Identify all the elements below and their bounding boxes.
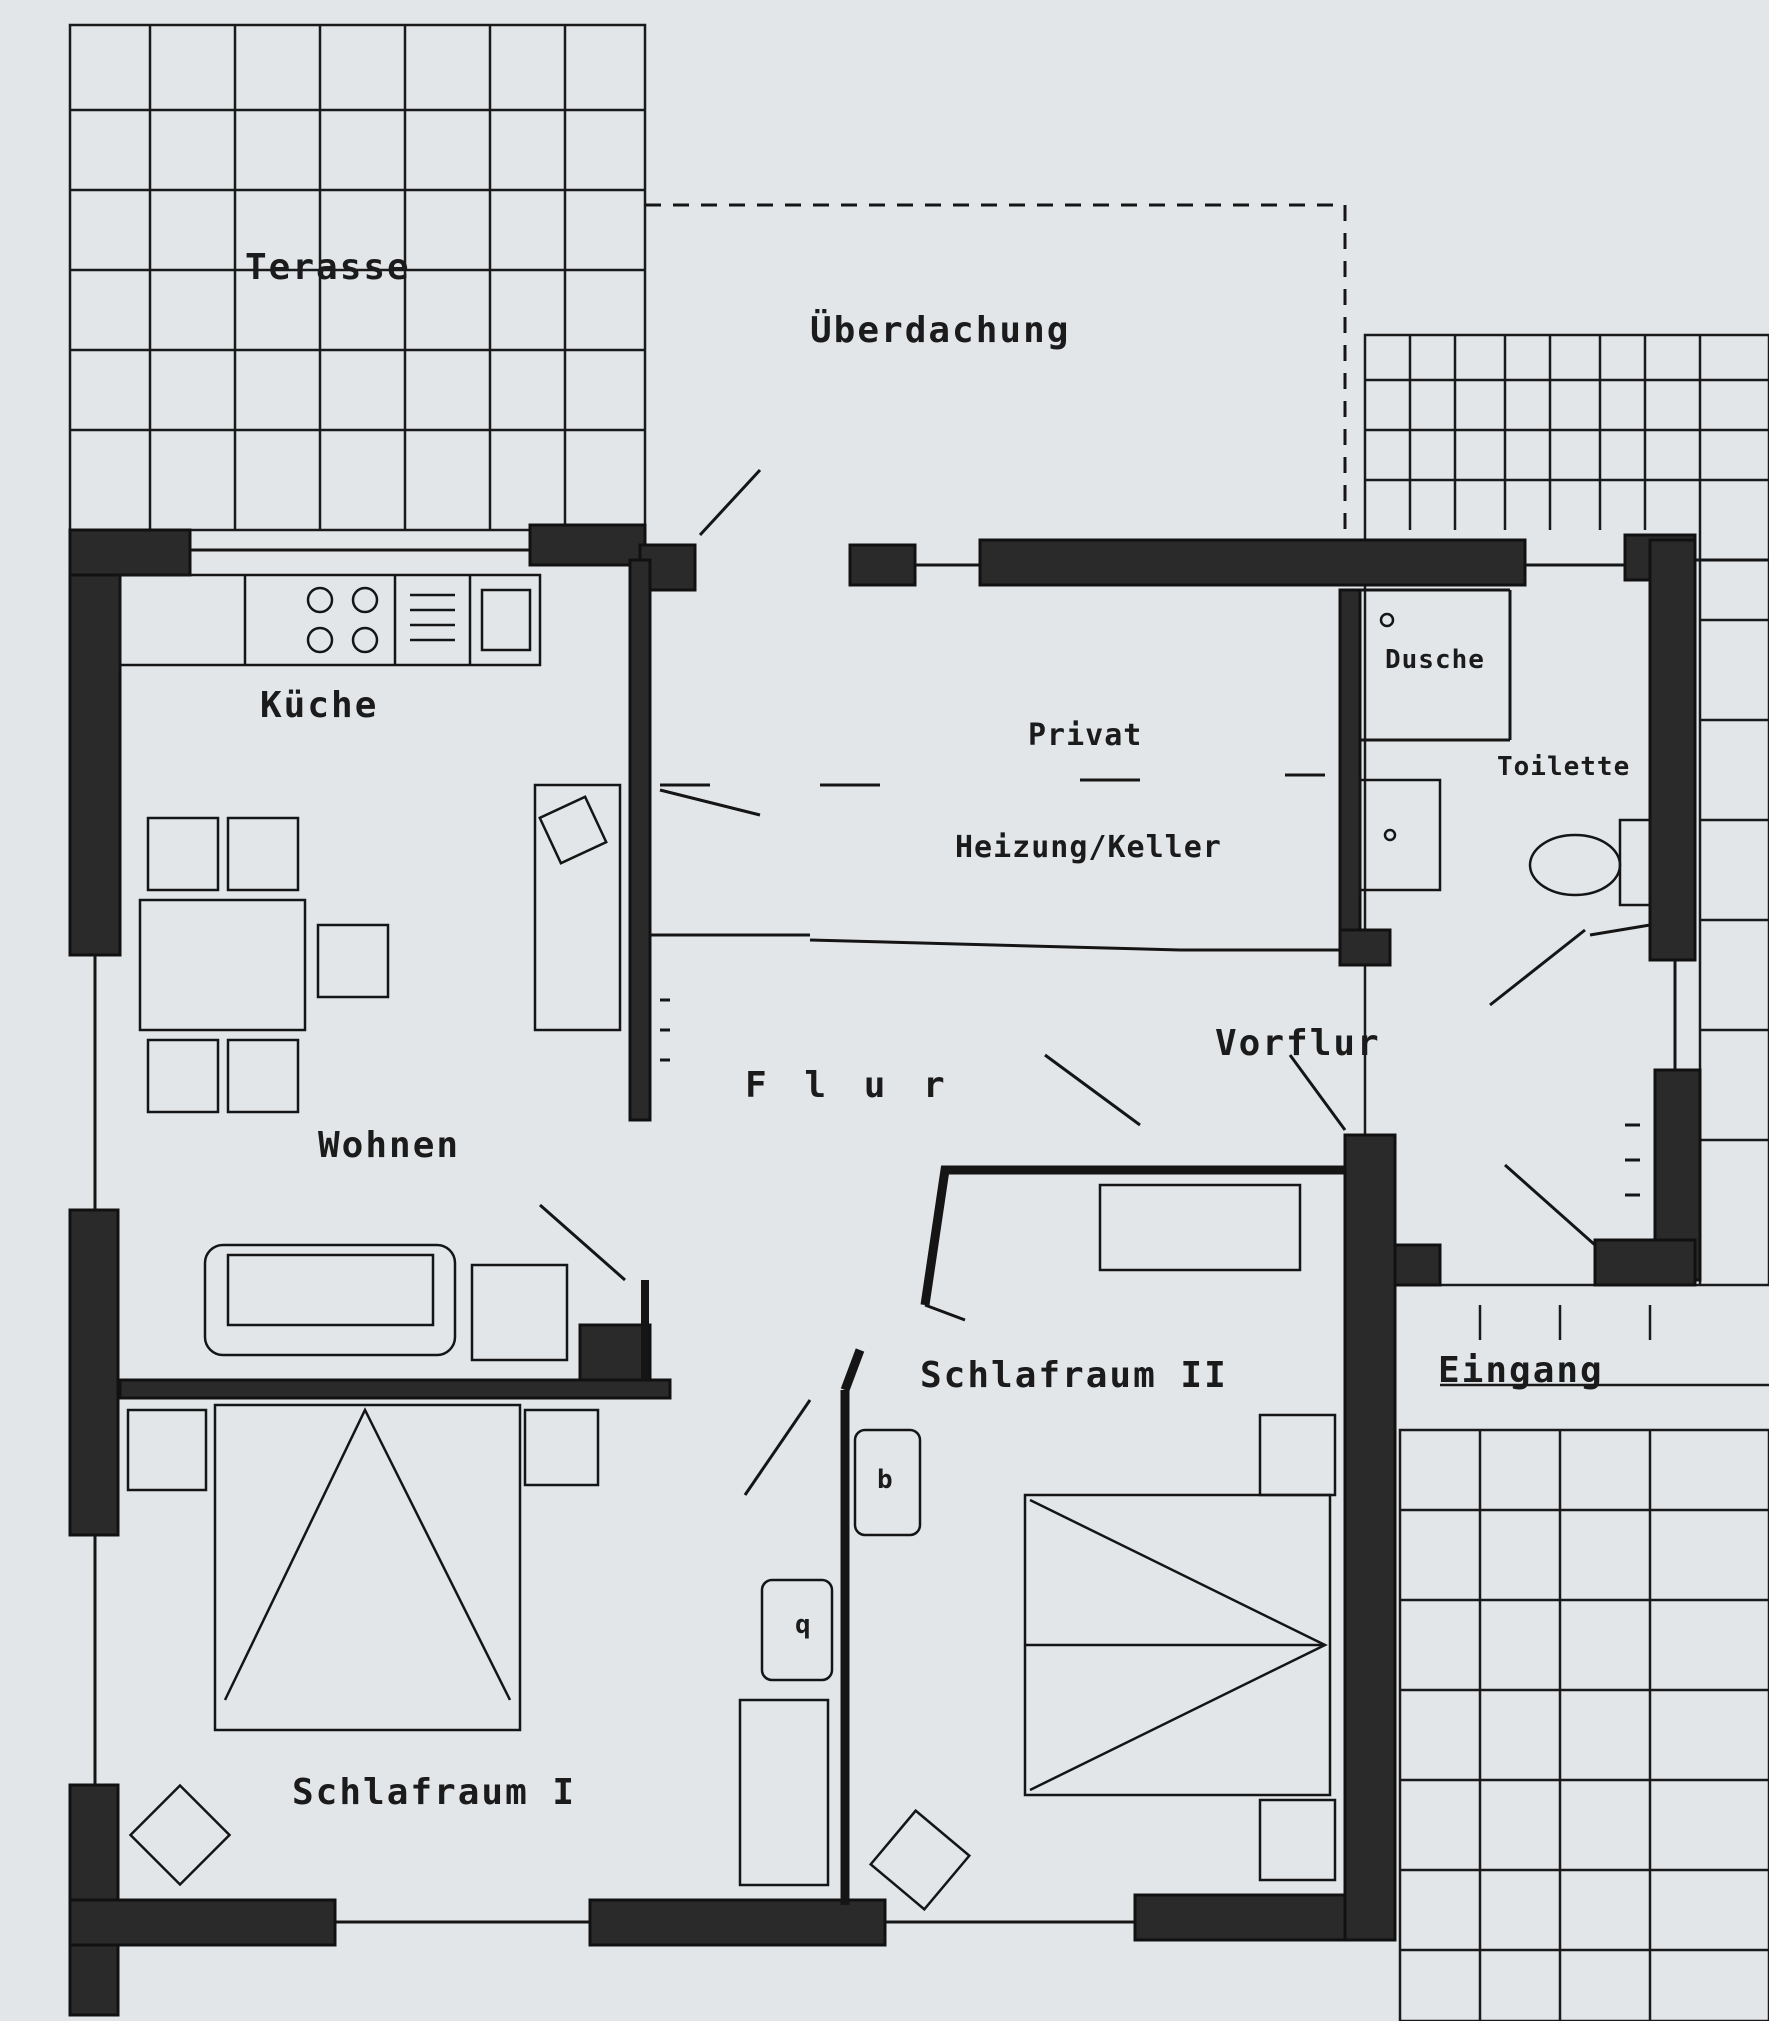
thin-walls xyxy=(93,548,1769,1924)
dining-set xyxy=(138,816,390,1114)
entrance-grid xyxy=(1398,1305,1769,2021)
label-flur: F l u r xyxy=(745,1065,953,1106)
label-eingang: Eingang xyxy=(1438,1350,1604,1391)
label-kueche: Küche xyxy=(260,685,379,726)
label-wohnen: Wohnen xyxy=(318,1125,461,1166)
bed-2 xyxy=(738,1183,1337,1912)
terrace-grid xyxy=(68,23,647,532)
privat-dashes xyxy=(660,773,1325,787)
sink-glyph-left: b xyxy=(877,1465,894,1495)
label-terasse: Terasse xyxy=(245,247,411,288)
label-schlafraum-1: Schlafraum I xyxy=(292,1772,577,1813)
bathroom-fixtures xyxy=(1358,612,1652,907)
roof-outline xyxy=(645,203,1347,537)
side-counter xyxy=(533,783,622,1032)
door-swings xyxy=(539,788,1596,1496)
right-grid xyxy=(1363,333,1769,1287)
label-vorflur: Vorflur xyxy=(1215,1023,1381,1064)
bed-1 xyxy=(126,1403,600,1887)
radiators xyxy=(660,998,1640,1197)
label-ueberdachung: Überdachung xyxy=(810,310,1071,351)
walls xyxy=(68,523,1702,2017)
label-dusche: Dusche xyxy=(1385,645,1485,675)
label-schlafraum-2: Schlafraum II xyxy=(920,1355,1228,1396)
sink-glyph-right: q xyxy=(795,1610,812,1640)
kitchen-counter xyxy=(118,573,542,667)
label-toilette: Toilette xyxy=(1497,752,1631,782)
label-heizung-keller: Heizung/Keller xyxy=(955,830,1222,865)
label-privat: Privat xyxy=(1028,718,1143,753)
sofa xyxy=(203,1243,569,1362)
